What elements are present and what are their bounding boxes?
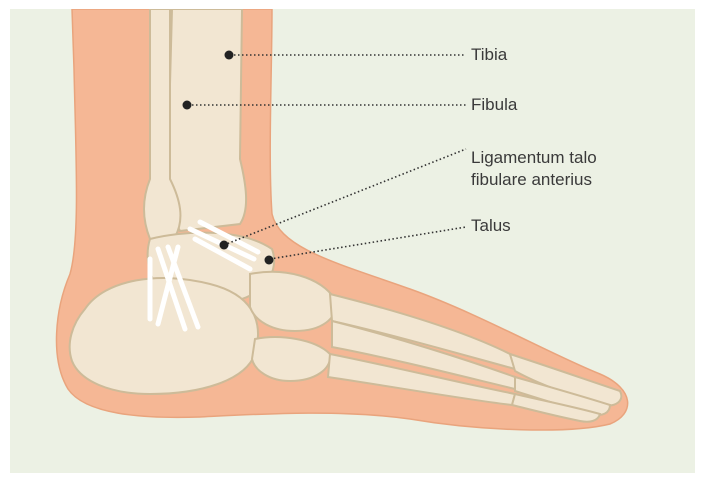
label-tibia-text: Tibia — [471, 44, 507, 66]
tibia-dot — [225, 51, 234, 60]
ligament-dot — [220, 241, 229, 250]
diagram-panel: Tibia Fibula Ligamentum talo fibulare an… — [10, 9, 695, 473]
label-ligament: Ligamentum talo fibulare anterius — [471, 147, 671, 191]
talus-dot — [265, 256, 274, 265]
fibula-dot — [183, 101, 192, 110]
label-fibula: Fibula — [471, 94, 517, 116]
label-tibia: Tibia — [471, 44, 507, 66]
label-ligament-line2: fibulare anterius — [471, 169, 671, 191]
label-fibula-text: Fibula — [471, 94, 517, 116]
foot-illustration — [10, 9, 695, 473]
label-talus: Talus — [471, 215, 511, 237]
label-ligament-line1: Ligamentum talo — [471, 147, 671, 169]
label-talus-text: Talus — [471, 215, 511, 237]
